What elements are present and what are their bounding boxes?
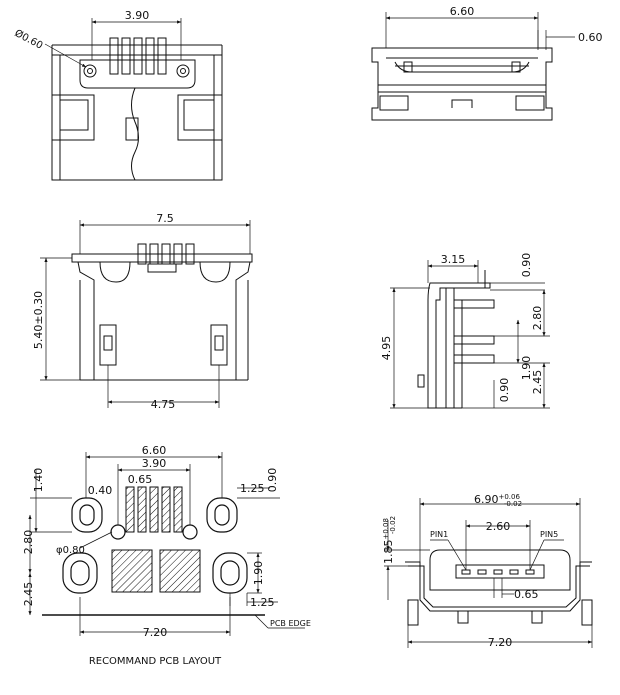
top-width-label: 3.90: [125, 9, 150, 22]
side-mid-pitch-label: 1.90: [520, 356, 533, 381]
top-view: 3.90 Ø0.60: [13, 9, 223, 181]
bottom-height-label: 5.40±0.30: [32, 291, 45, 349]
side-top-gap-label: 0.90: [520, 253, 533, 278]
front-view: 6.60 0.60: [371, 5, 603, 121]
side-lower-pitch-label: 2.45: [531, 370, 544, 395]
end-width-label: 6.90+0.06-0.02: [474, 493, 522, 508]
pcb-lower-slot-height-label: 1.90: [252, 561, 265, 586]
pcb-total-width-label: 7.20: [143, 626, 168, 639]
pcb-edge-offset-label: 2.45: [22, 582, 35, 607]
side-height-label: 4.95: [380, 336, 393, 361]
top-hole-label: Ø0.60: [13, 27, 45, 52]
pcb-slot-width-label: 1.25: [240, 482, 265, 495]
pcb-slot-pitch-label: 2.80: [22, 530, 35, 555]
end-pin5-label: PIN5: [540, 530, 558, 539]
pcb-hole-pitch-label: 3.90: [142, 457, 167, 470]
side-bottom-gap-label: 0.90: [498, 378, 511, 403]
bottom-view: 7.5 5.40±0.30 4.75: [32, 212, 253, 411]
end-total-width-label: 7.20: [488, 636, 513, 649]
side-upper-pitch-label: 2.80: [531, 306, 544, 331]
pcb-layout-view: 6.60 3.90 0.65 0.40 1.40 1.25 0.90 2.80 …: [22, 444, 311, 667]
side-depth-label: 3.15: [441, 253, 466, 266]
pcb-layout-title: RECOMMAND PCB LAYOUT: [89, 656, 222, 667]
bottom-pitch-label: 4.75: [151, 398, 176, 411]
front-width-label: 6.60: [450, 5, 475, 18]
end-height-label: 1.85+0.08-0.02: [382, 516, 397, 564]
pcb-hole-diameter-label: φ0.80: [56, 545, 85, 556]
pcb-slot-height-label: 1.40: [32, 468, 45, 493]
end-view: 6.90+0.06-0.02 1.85+0.08-0.02 2.60 PIN1 …: [382, 493, 593, 649]
end-pin-span-label: 2.60: [486, 520, 511, 533]
pcb-pin-pitch-label: 0.65: [128, 473, 153, 486]
pcb-edge-label: PCB EDGE: [270, 619, 311, 628]
end-pin1-label: PIN1: [430, 530, 448, 539]
end-pin-pitch-label: 0.65: [514, 588, 539, 601]
side-view: 3.15 0.90 2.80 1.90 2.45 4.95 0.90: [380, 253, 550, 409]
pcb-pin-width-label: 0.40: [88, 484, 113, 497]
bottom-width-label: 7.5: [156, 212, 174, 225]
pcb-slot-offset-label: 0.90: [266, 468, 279, 493]
front-thickness-label: 0.60: [578, 31, 603, 44]
pcb-lower-slot-width-label: 1.25: [250, 596, 275, 609]
pcb-outer-width-label: 6.60: [142, 444, 167, 457]
